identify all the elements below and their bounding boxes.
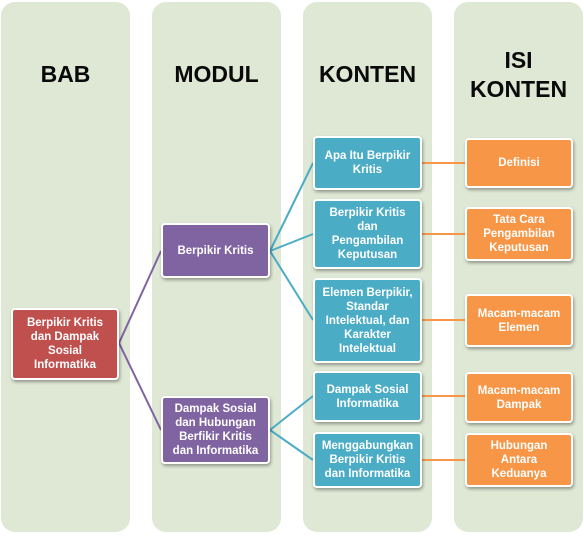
konten-label-2: Berpikir Kritis dan Pengambilan Keputusa… [329,207,406,261]
column-bab: BAB [1,2,130,532]
column-title-modul: MODUL [174,61,259,87]
modul-box-2: Dampak Sosial dan Hubungan Berfikir Krit… [161,396,270,464]
modul-box-1: Berpikir Kritis [161,223,270,278]
konten-box-1: Apa Itu Berpikir Kritis [313,136,422,190]
isi-konten-box-4: Macam-macam Dampak [465,372,573,423]
isi-konten-label-4: Macam-macam Dampak [477,384,561,411]
connector-modul2-konten4 [269,395,314,431]
isi-konten-box-2: Tata Cara Pengambilan Keputusan [465,207,573,261]
connector-bab-modul-1 [118,250,162,344]
isi-konten-box-1: Definisi [465,138,573,188]
isi-konten-label-3: Macam-macam Elemen [477,307,561,334]
konten-box-3: Elemen Berpikir, Standar Intelektual, da… [313,278,422,363]
connector-modul1-konten3 [269,250,314,321]
konten-label-3: Elemen Berpikir, Standar Intelektual, da… [322,286,413,355]
bab-box: Berpikir Kritis dan Dampak Sosial Inform… [11,308,119,380]
isi-konten-label-5: Hubungan Antara Keduanya [490,440,548,480]
isi-konten-label-2: Tata Cara Pengambilan Keputusan [483,214,555,254]
column-title-bab: BAB [40,61,91,87]
isi-konten-box-3: Macam-macam Elemen [465,294,573,347]
isi-konten-box-5: Hubungan Antara Keduanya [465,433,573,487]
konten-label-4: Dampak Sosial Informatika [326,383,409,410]
konten-label-5: Menggabungkan Berpikir Kritis dan Inform… [321,440,414,480]
konten-box-2: Berpikir Kritis dan Pengambilan Keputusa… [313,199,422,269]
modul-label-2: Dampak Sosial dan Hubungan Berfikir Krit… [172,403,259,457]
modul-label-1: Berpikir Kritis [177,244,254,257]
bab-label: Berpikir Kritis dan Dampak Sosial Inform… [26,317,104,371]
connector-modul1-konten1 [269,162,314,252]
connector-modul2-konten5 [269,429,314,461]
konten-box-4: Dampak Sosial Informatika [313,371,422,422]
konten-label-1: Apa Itu Berpikir Kritis [324,150,411,176]
column-title-konten: KONTEN [318,61,417,87]
connector-bab-modul-2 [118,342,162,431]
connector-modul1-konten2 [269,233,314,252]
konten-box-5: Menggabungkan Berpikir Kritis dan Inform… [313,432,422,488]
isi-konten-label-1: Definisi [498,157,540,169]
column-title-isi-konten: ISI KONTEN [469,47,568,102]
